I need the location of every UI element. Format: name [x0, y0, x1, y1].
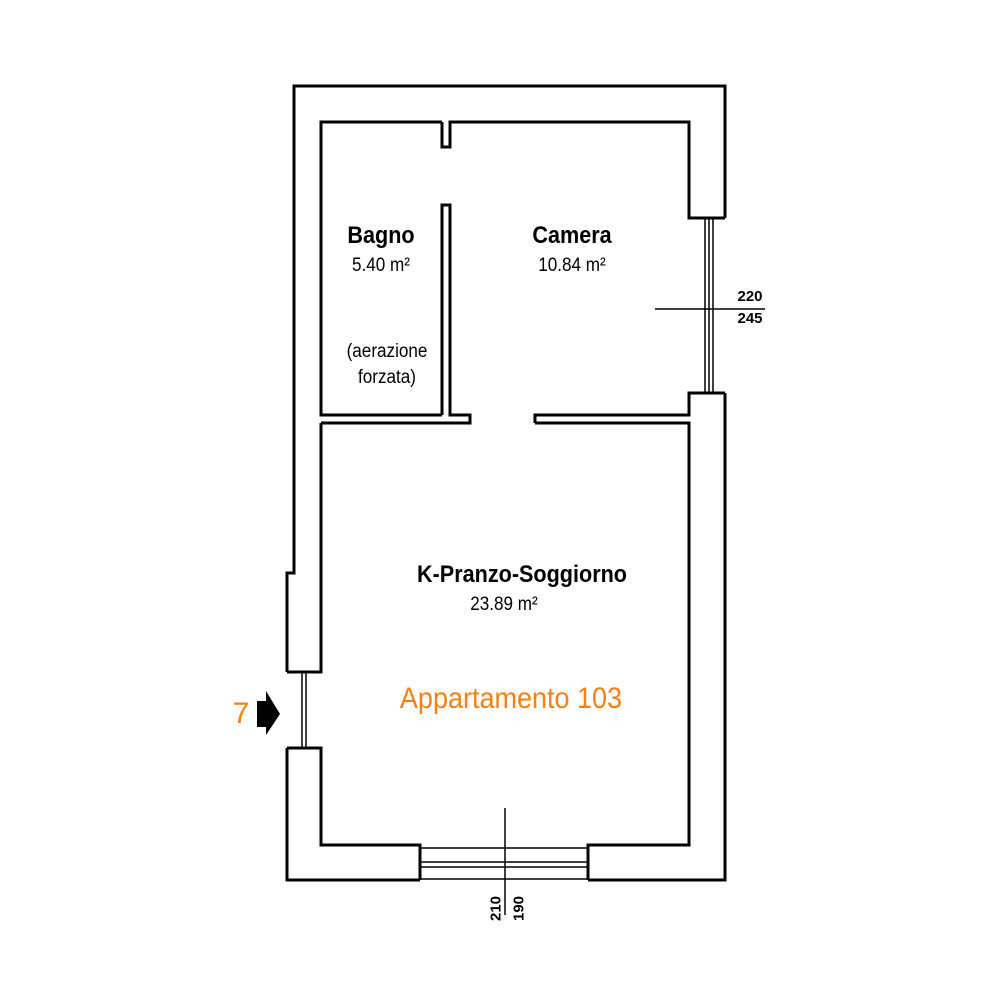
camera-window — [655, 218, 765, 393]
soggiorno-name: K-Pranzo-Soggiorno — [417, 561, 627, 588]
living-window — [420, 808, 588, 915]
door-notch — [440, 120, 725, 220]
bagno-wall — [319, 120, 442, 417]
dimension-camera-window-top: 220 — [737, 288, 763, 305]
living-wall-left — [287, 746, 422, 880]
bagno-name: Bagno — [347, 222, 415, 249]
apartment-label: Appartamento 103 — [399, 682, 623, 715]
outer-wall-right — [588, 393, 727, 882]
outer-wall — [285, 84, 727, 672]
bagno-note-line1: (aerazione — [346, 341, 428, 362]
dimension-living-window-left: 210 — [487, 895, 505, 922]
bagno-note-line2: forzata) — [358, 367, 416, 388]
entrance-door — [301, 672, 307, 748]
living-wall-right — [535, 421, 691, 880]
dimension-camera-window-bottom: 245 — [737, 310, 763, 327]
entrance-arrow-icon — [257, 691, 280, 735]
partition-wall — [321, 203, 472, 425]
outer-wall-bottom-left — [285, 748, 420, 882]
camera-area: 10.84 m² — [538, 255, 606, 276]
camera-name: Camera — [532, 222, 612, 249]
entrance-number: 7 — [232, 697, 250, 730]
dimension-living-window-right: 190 — [510, 895, 528, 922]
living-wall-left-top — [287, 423, 323, 674]
camera-bottom-wall — [533, 391, 725, 423]
bagno-note: (aerazione forzata) — [347, 339, 428, 391]
bagno-area: 5.40 m² — [352, 255, 410, 276]
soggiorno-area: 23.89 m² — [470, 594, 538, 615]
